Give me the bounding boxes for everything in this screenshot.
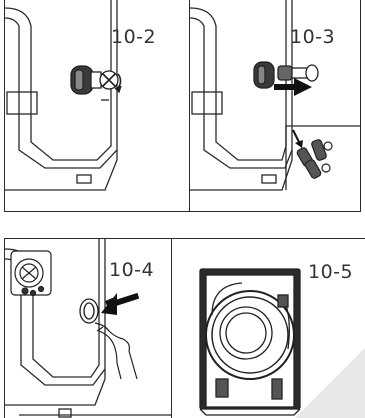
filter-plug-icon [71, 66, 121, 94]
machine-side-illustration [5, 0, 190, 212]
panel-step-10-4: 10-4 [4, 238, 172, 418]
step-label-10-4: 10-4 [109, 259, 154, 281]
corner-watermark [295, 348, 365, 418]
panel-step-10-2: 10-2 [4, 0, 190, 212]
arrow-left-icon [101, 293, 139, 315]
step-label-10-3: 10-3 [290, 26, 335, 48]
arrow-right-icon [274, 78, 312, 96]
arrow-down-icon [293, 130, 303, 148]
step-label-10-5: 10-5 [308, 261, 353, 283]
hand-icon [95, 323, 137, 379]
filter-plug-icon [80, 299, 98, 323]
filter-removal-illustration [190, 0, 361, 212]
panel-step-10-5: 10-5 [171, 238, 365, 418]
step-label-10-2: 10-2 [111, 26, 156, 48]
panel-step-10-3: 10-3 [189, 0, 361, 212]
filter-detail-inset [11, 251, 51, 296]
